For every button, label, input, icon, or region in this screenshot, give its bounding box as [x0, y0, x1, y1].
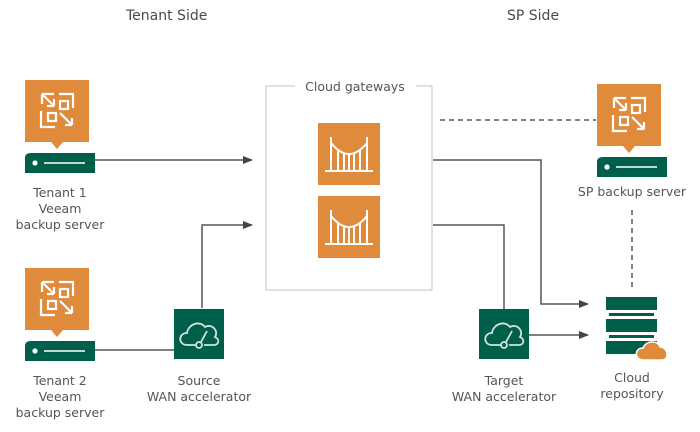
connector-source-wan-to-gateways [201, 221, 253, 308]
cloud-gateways-group-border [265, 85, 433, 291]
connector-gateways-to-target-wan [433, 224, 505, 310]
target-wan-accelerator-label: Target WAN accelerator [451, 373, 557, 404]
sp-backup-server-label: SP backup server [577, 184, 687, 199]
cloud-gateway-1-icon[interactable] [317, 122, 381, 186]
target-wan-accelerator-icon[interactable] [478, 308, 530, 360]
tenant2-label: Tenant 2 Veeam backup server [15, 373, 105, 420]
tenant-side-header: Tenant Side [126, 8, 208, 24]
tenant1-label: Tenant 1 Veeam backup server [15, 185, 105, 232]
tenant1-veeam-server-icon[interactable] [23, 78, 97, 175]
cloud-gateways-label: Cloud gateways [295, 79, 415, 95]
sp-side-header: SP Side [507, 8, 560, 24]
sp-backup-server-icon[interactable] [595, 82, 669, 179]
cloud-repository-icon[interactable] [606, 297, 668, 361]
cloud-repository-label: Cloud repository [600, 370, 664, 401]
cloud-gateway-2-icon[interactable] [317, 195, 381, 259]
connector-gateways-to-repository [433, 159, 589, 308]
source-wan-accelerator-icon[interactable] [173, 308, 225, 360]
source-wan-accelerator-label: Source WAN accelerator [146, 373, 252, 404]
tenant2-veeam-server-icon[interactable] [23, 266, 97, 363]
